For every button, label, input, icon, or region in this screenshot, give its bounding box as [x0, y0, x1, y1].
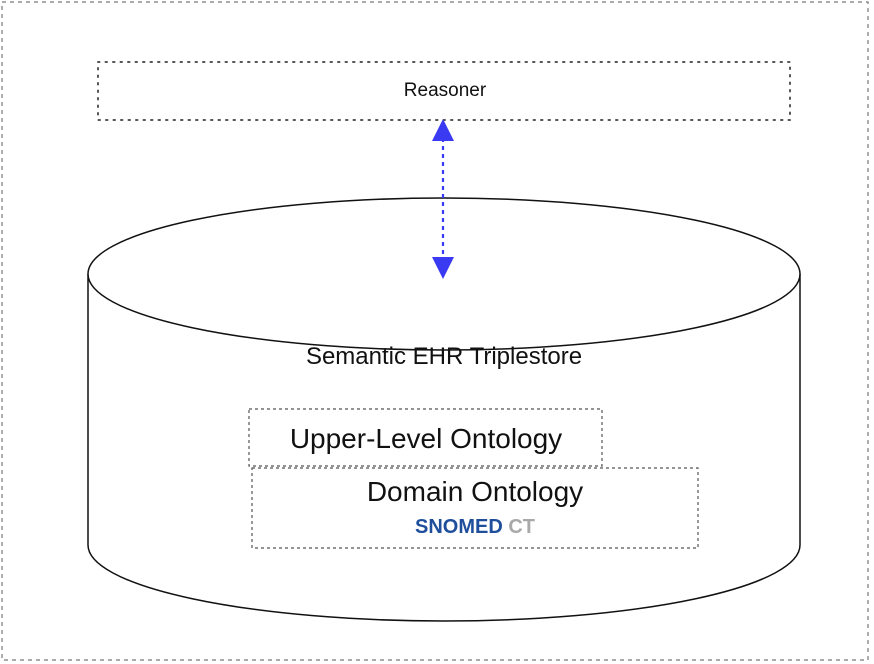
domain-ontology-box — [251, 467, 699, 549]
domain-ontology-label: Domain Ontology — [366, 476, 584, 507]
upper-ontology-box — [248, 408, 603, 467]
cylinder-body — [87, 274, 801, 622]
ct-text: CT — [508, 516, 536, 538]
upper-ontology-label: Upper-Level Ontology — [289, 423, 563, 454]
triplestore-label: Semantic EHR Triplestore — [305, 343, 583, 370]
snomed-text: SNOMED — [414, 516, 503, 538]
snomed-ct-logo: SNOMED CT — [252, 516, 698, 539]
reasoner-label: Reasoner — [403, 80, 487, 101]
